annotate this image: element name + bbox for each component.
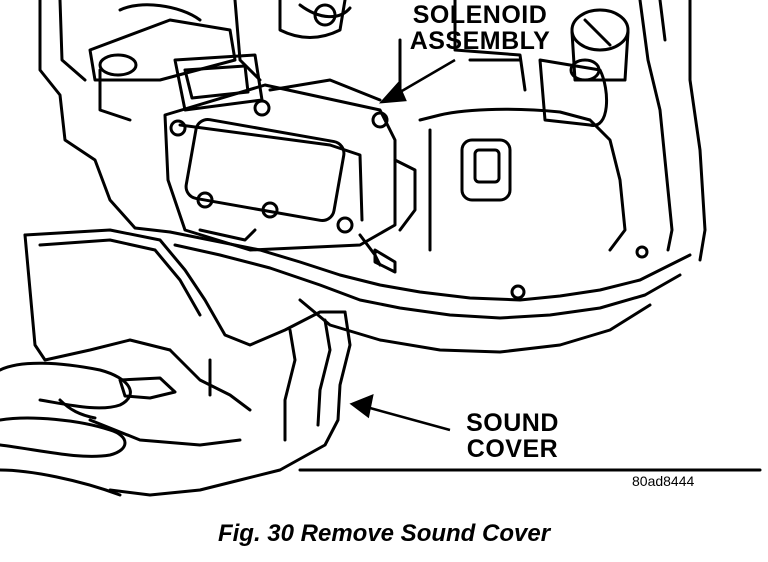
oil-pan (168, 230, 692, 354)
solenoid-leader-arrow (378, 58, 456, 104)
sound-cover-label: SOUND COVER (455, 410, 570, 463)
sound-cover-leader-arrow (349, 393, 451, 432)
transmission-case (38, 0, 707, 262)
solenoid-label-line1: SOLENOID (412, 1, 548, 29)
mounting-boss (88, 18, 237, 122)
solenoid-assembly (163, 53, 417, 274)
hand (0, 361, 132, 497)
sound-cover (23, 228, 352, 497)
sound-cover-label-line2: COVER (466, 435, 559, 464)
solenoid-assembly-label: SOLENOID ASSEMBLY (400, 2, 560, 55)
sound-cover-label-line1: SOUND (466, 409, 559, 437)
figure-caption: Fig. 30 Remove Sound Cover (217, 520, 551, 547)
reference-code: 80ad8444 (632, 473, 695, 489)
breather-plug (569, 8, 630, 82)
valve-body-cover (418, 58, 627, 252)
solenoid-label-line2: ASSEMBLY (409, 27, 551, 56)
